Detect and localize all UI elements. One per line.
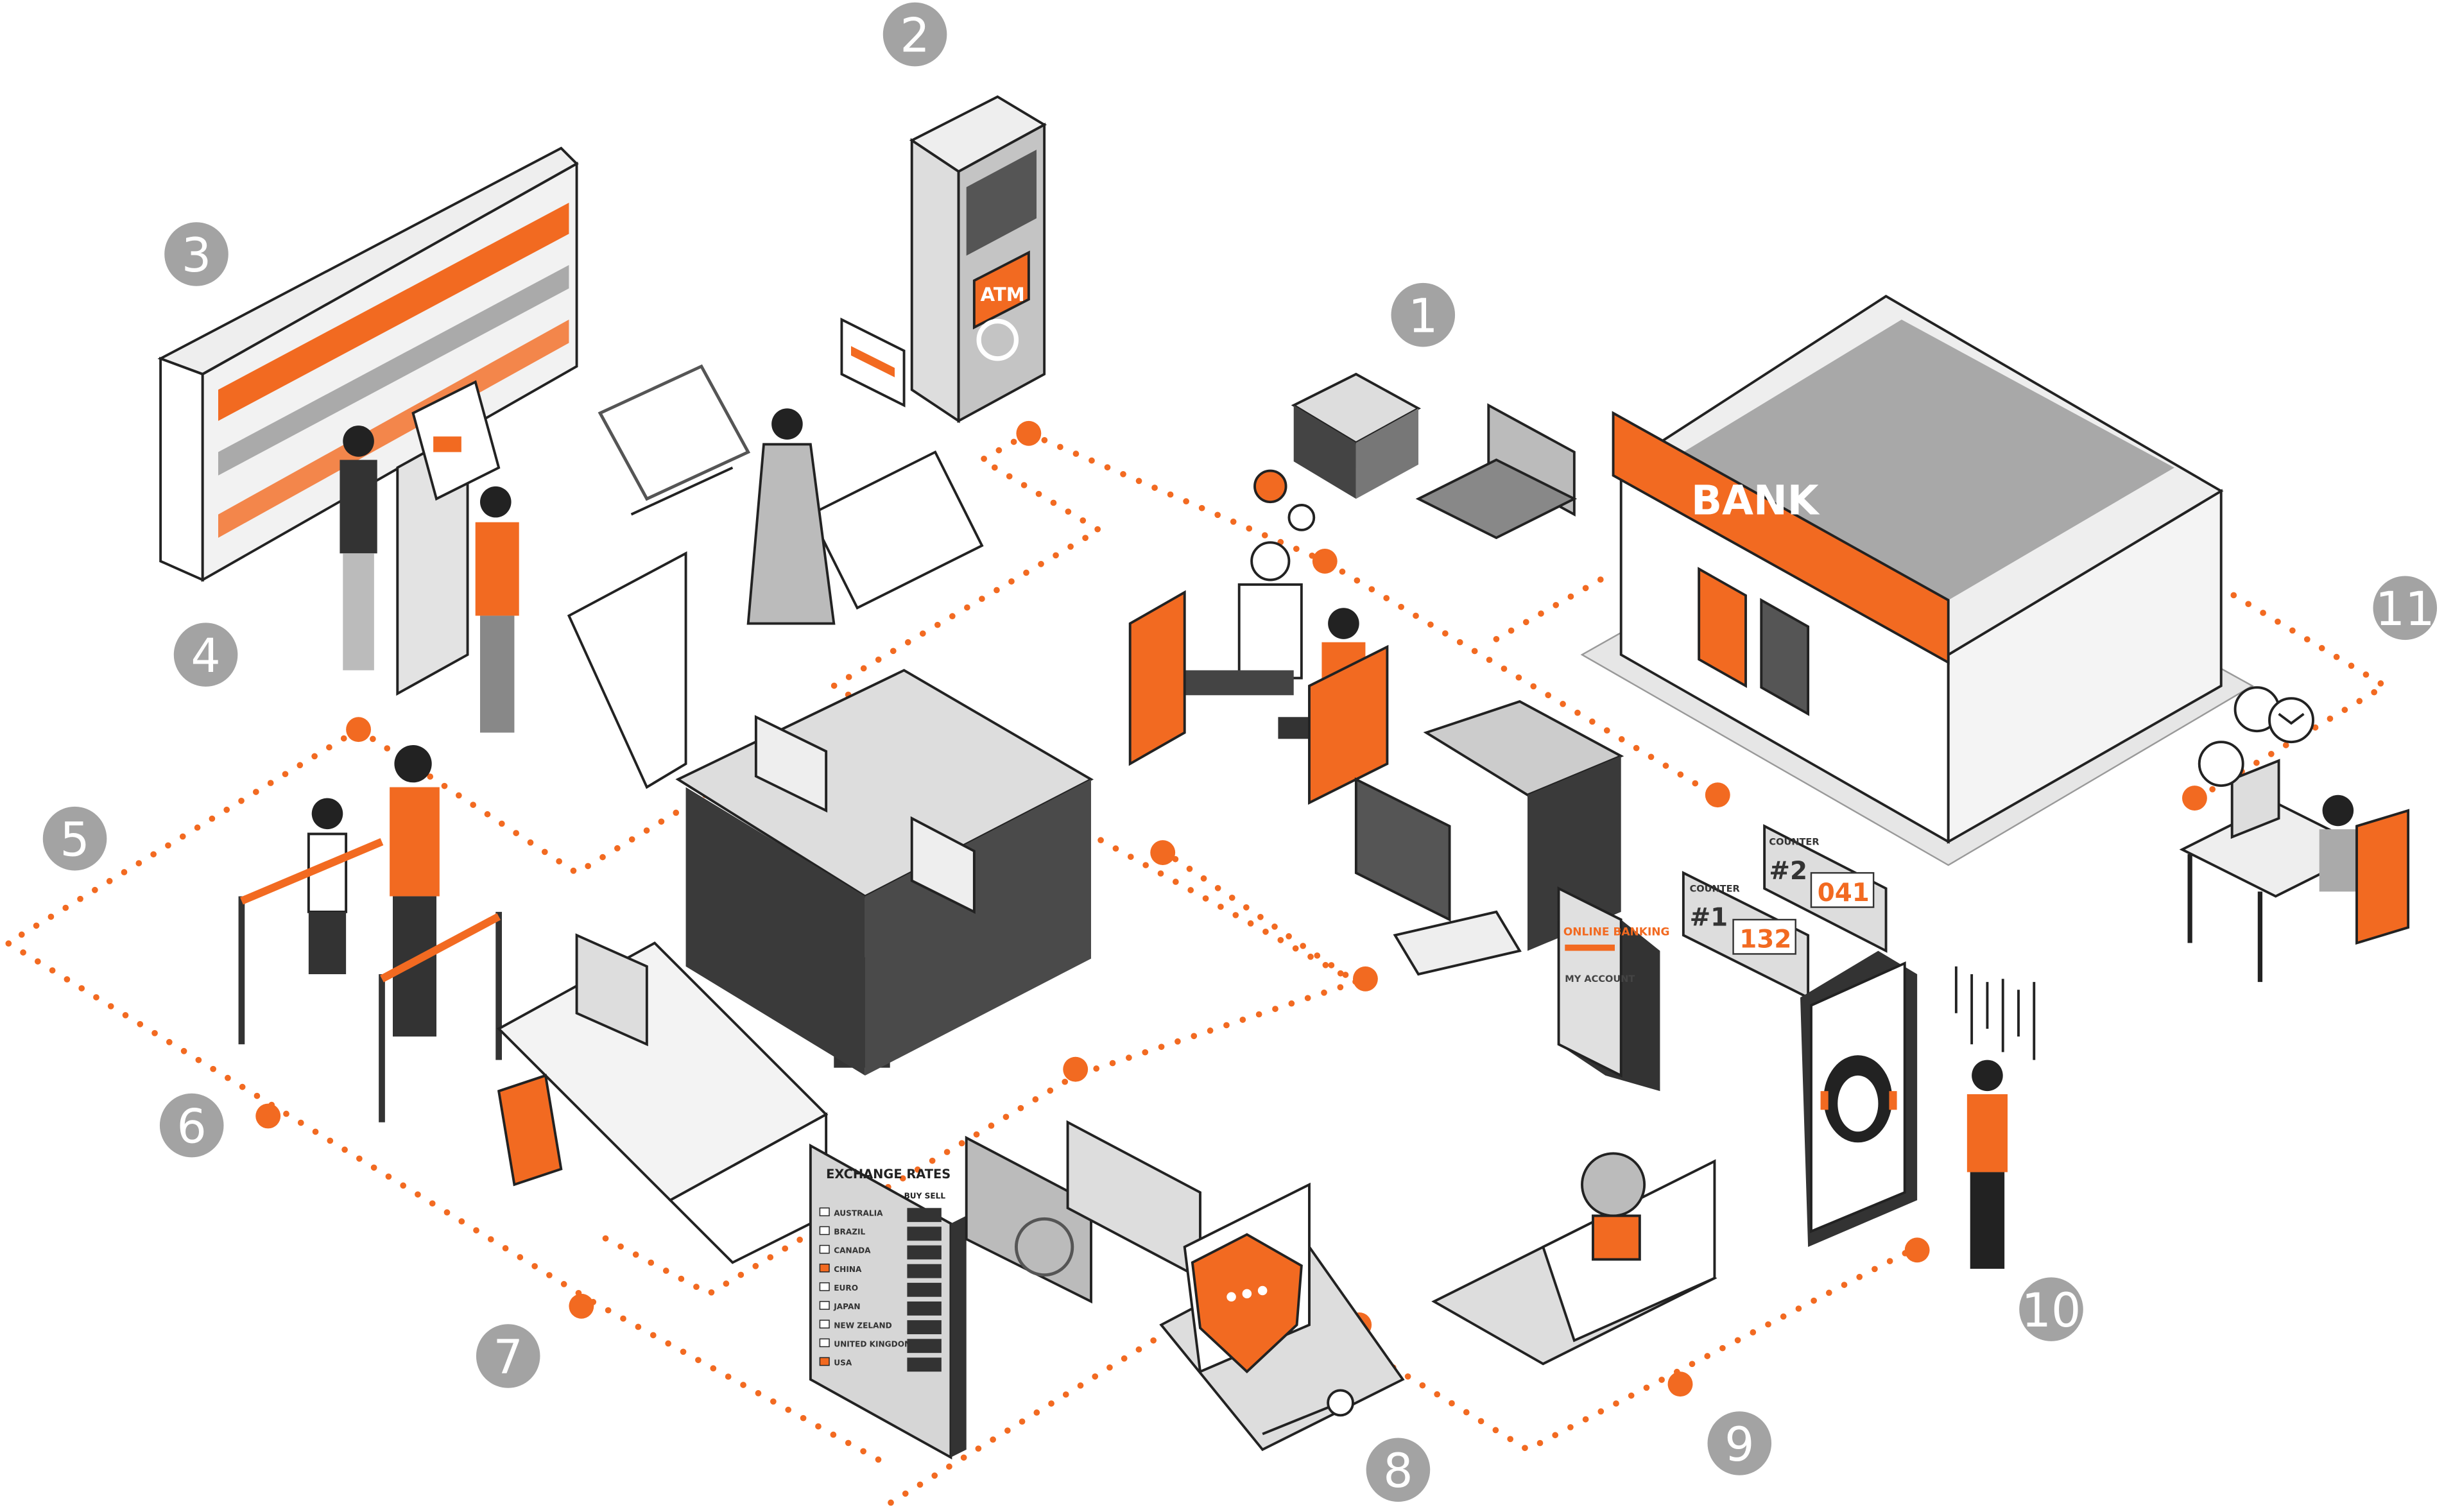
path-node xyxy=(2182,786,2207,811)
person xyxy=(307,798,348,974)
atm-machine: ATM xyxy=(909,95,1047,424)
badge-9: 9 xyxy=(1703,1406,1777,1481)
badge-11: 11 xyxy=(2368,571,2442,645)
self-checkout-kiosk xyxy=(396,317,984,789)
ticket-number: 041 xyxy=(1818,879,1870,907)
counter-number: #2 xyxy=(1769,857,1807,886)
svg-text:3: 3 xyxy=(182,228,211,283)
path-node xyxy=(569,1293,594,1319)
path-node xyxy=(1150,840,1176,865)
my-account-button: MY ACCOUNT xyxy=(1565,974,1635,984)
svg-text:1: 1 xyxy=(1408,289,1438,344)
person xyxy=(746,408,836,625)
counter-number: #1 xyxy=(1690,904,1728,932)
svg-text:2: 2 xyxy=(900,9,929,64)
badge-1: 1 xyxy=(1386,278,1460,352)
vault-safe xyxy=(1354,700,1624,976)
currency-row: CANADA xyxy=(834,1246,871,1255)
exchange-rows: AUSTRALIA BRAZIL CANADA CHINA EURO JAPAN… xyxy=(819,1207,942,1372)
counter-label: COUNTER xyxy=(1690,883,1740,894)
svg-text:8: 8 xyxy=(1383,1444,1413,1499)
counter-sign-2: COUNTER #2 041 xyxy=(1763,824,1888,953)
video-support-tablet xyxy=(1800,950,1918,1247)
step-badges: 1 2 3 4 5 6 7 8 9 10 11 xyxy=(38,0,2442,1507)
currency-row: AUSTRALIA xyxy=(834,1208,883,1217)
headset-icon xyxy=(2198,741,2244,787)
atm-logo: ATM xyxy=(981,284,1025,305)
path-node xyxy=(1016,420,1042,446)
svg-text:7: 7 xyxy=(494,1330,523,1385)
online-banking-title: ONLINE BANKING xyxy=(1563,925,1670,938)
credit-card-icon xyxy=(965,1135,1092,1304)
currency-row: JAPAN xyxy=(833,1302,860,1311)
currency-row: USA xyxy=(834,1359,852,1368)
waiting-chairs xyxy=(1128,590,1389,805)
badge-7: 7 xyxy=(471,1319,545,1393)
person xyxy=(1966,1060,2008,1269)
path-node xyxy=(255,1103,281,1129)
path-node xyxy=(1312,549,1338,574)
path-node xyxy=(1904,1237,1930,1263)
path-node xyxy=(346,717,371,743)
svg-text:4: 4 xyxy=(191,629,220,683)
currency-row: CHINA xyxy=(834,1265,862,1274)
badge-4: 4 xyxy=(169,618,243,692)
exchange-rates-board: EXCHANGE RATES BUY SELL AUSTRALIA BRAZIL… xyxy=(809,1143,967,1460)
ticket-number: 132 xyxy=(1739,925,1791,954)
queue-barrier xyxy=(238,838,502,1122)
mobile-phone: ONLINE BANKING MY ACCOUNT xyxy=(1557,886,1670,1092)
path-node xyxy=(1353,966,1378,992)
call-center-desk xyxy=(2179,759,2410,983)
bank-sign: BANK xyxy=(1691,477,1820,524)
badge-2: 2 xyxy=(878,0,952,71)
sound-wave-icon xyxy=(1954,966,2036,1060)
badge-10: 10 xyxy=(2014,1273,2088,1346)
svg-text:6: 6 xyxy=(177,1100,207,1155)
currency-row: NEW ZELAND xyxy=(834,1321,891,1330)
person xyxy=(475,486,519,733)
money-stack-icon xyxy=(1253,372,1422,531)
person xyxy=(390,745,440,1037)
svg-text:10: 10 xyxy=(2022,1284,2081,1338)
svg-text:5: 5 xyxy=(60,813,89,868)
svg-text:11: 11 xyxy=(2375,582,2435,637)
path-node xyxy=(1063,1056,1089,1082)
bank-building: BANK xyxy=(1580,295,2254,866)
key-icon xyxy=(1262,1389,1354,1436)
consultant-desk xyxy=(496,933,829,1264)
path-node xyxy=(1705,782,1730,808)
path-node xyxy=(1667,1371,1693,1397)
person xyxy=(340,425,377,671)
exchange-columns: BUY SELL xyxy=(904,1192,946,1201)
chatbot-laptop xyxy=(1431,1152,1717,1366)
store-shelf xyxy=(157,146,579,582)
shield-icon xyxy=(1191,1233,1303,1373)
counter-label: COUNTER xyxy=(1769,836,1819,847)
teller-counter xyxy=(675,669,1094,1076)
svg-text:9: 9 xyxy=(1725,1418,1754,1472)
badge-3: 3 xyxy=(159,217,234,291)
person xyxy=(1184,541,1303,696)
badge-8: 8 xyxy=(1361,1433,1435,1507)
shopping-cart-icon xyxy=(598,364,751,516)
currency-row: UNITED KINGDOM xyxy=(834,1339,912,1348)
badge-6: 6 xyxy=(155,1088,228,1162)
mail-icon xyxy=(2268,697,2314,744)
exchange-title: EXCHANGE RATES xyxy=(826,1167,951,1181)
counter-sign-1: COUNTER #1 132 xyxy=(1682,870,1810,1000)
badge-5: 5 xyxy=(38,802,112,875)
currency-row: BRAZIL xyxy=(834,1228,865,1237)
briefcase-icon xyxy=(1415,403,1578,540)
currency-row: EURO xyxy=(834,1284,858,1293)
